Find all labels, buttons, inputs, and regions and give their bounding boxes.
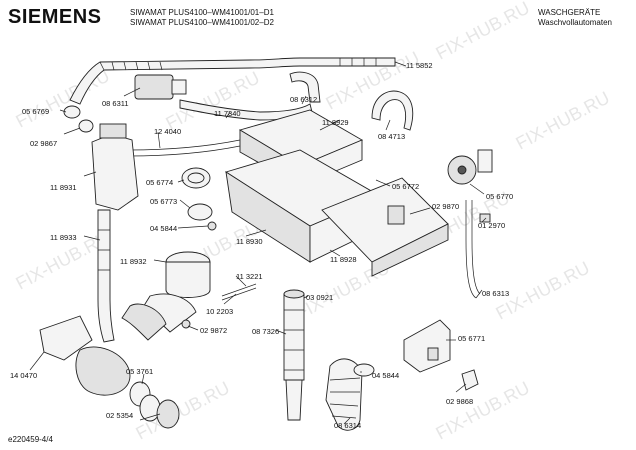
part-label: 05 6772 [392,182,419,191]
part-label: 08 6312 [290,95,317,104]
model-line-1: SIWAMAT PLUS4100–WM41001/01–D1 [130,8,274,17]
part-label: 05 6771 [458,334,485,343]
air-chamber [91,133,139,211]
bellows-hose [325,358,363,431]
filter-cap [156,399,180,429]
small-seal [207,221,217,231]
part-label: 05 3761 [126,367,153,376]
part-label: 08 6311 [102,99,129,108]
part-label: 05 6774 [146,178,173,187]
hose-bracket [371,90,414,131]
part-label: 08 7326 [252,327,279,336]
hose-bend [289,71,321,103]
part-label: 08 6313 [482,289,509,298]
part-label: 11 7340 [214,109,241,118]
leader-lines [29,61,487,425]
part-label: 11 8930 [236,237,263,246]
category-line-1: WASCHGERÄTE [538,8,601,17]
brand-logo: SIEMENS [8,6,102,28]
detergent-drawer-front [371,223,449,277]
part-label: 11 8928 [330,255,357,264]
part-labels: 11 5852 05 6769 08 6311 11 7340 08 6312 … [10,61,513,430]
part-label: 02 9872 [200,326,227,335]
heating-rod [221,283,257,301]
drain-pipe-top [283,289,305,299]
drain-pump-motor [39,315,93,361]
part-label: 01 2970 [478,221,505,230]
part-label: 10 2203 [206,307,233,316]
chamber-cap [99,123,127,139]
inlet-hose [69,57,396,105]
drain-hose [97,209,115,343]
inlet-valve-coil [171,79,187,95]
pipe [127,139,241,157]
model-line-2: SIWAMAT PLUS4100–WM41001/02–D2 [130,18,274,27]
part-label: 03 0921 [306,293,333,302]
sump-body [165,261,211,298]
diagram-code: e220459-4/4 [8,435,53,444]
part-label: 14 0470 [10,371,37,380]
watermark: FIX-HUB.RU [432,378,532,444]
pressure-hose [465,200,481,299]
part-label: 05 6773 [150,197,177,206]
part-label: 04 5844 [150,224,177,233]
part-label: 11 8931 [50,183,77,192]
inlet-valve [134,74,174,100]
hose-fitting [63,105,81,119]
drain-pipe-lower [285,379,303,421]
drain-pump-housing [75,346,131,396]
pressure-switch-center [457,165,467,175]
sensor-plug [461,369,479,391]
category-line-2: Waschvollautomaten [538,18,612,27]
part-label: 02 5354 [106,411,133,420]
drawer-siphon [387,205,405,225]
part-label: 08 6314 [334,421,361,430]
clamp-ring [187,203,213,221]
air-trap [403,319,451,373]
watermark: FIX-HUB.RU [162,68,262,134]
watermark: FIX-HUB.RU [432,0,532,64]
part-label: 11 8932 [120,257,147,266]
part-label: 05 6770 [486,192,513,201]
watermark: FIX-HUB.RU [512,88,612,154]
part-label: 08 4713 [378,132,405,141]
drain-pipe [283,293,305,381]
part-label: 11 8933 [50,233,77,242]
part-label: 02 9870 [432,202,459,211]
part-label: 11 5852 [406,61,433,70]
part-label: 02 9867 [30,139,57,148]
hose-clamp [353,363,375,377]
seal-ring-inner [187,172,205,184]
seal-ring [78,119,94,133]
part-label: 11 3221 [236,272,263,281]
hose-clip [479,213,491,223]
part-label: 12 4040 [154,127,181,136]
plug-02-9872 [181,319,191,329]
air-trap-nozzle [427,347,439,361]
pressure-switch-bracket [477,149,493,173]
part-label: 11 8929 [322,118,349,127]
part-label: 05 6769 [22,107,49,116]
part-label: 02 9868 [446,397,473,406]
part-label: 04 5844 [372,371,399,380]
sump-hose-collar [121,303,167,341]
